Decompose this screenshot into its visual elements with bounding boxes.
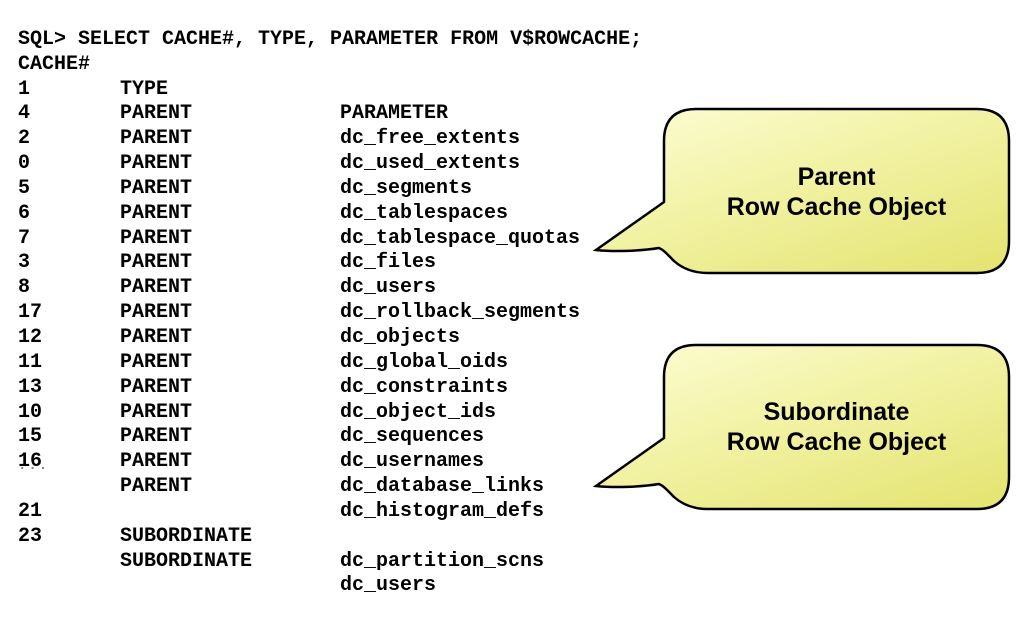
table-row-partition-scns: 21 SUBORDINATE dc_partition_scns [0, 475, 1036, 573]
table-row: 5 PARENT dc_tablespace_quotas [0, 152, 1036, 250]
cache-parameter: dc_free_extents [340, 127, 521, 151]
table-row-rollback-segments: 3 PARENT dc_rollback_segments [0, 227, 1036, 324]
table-row: 23 SUBORDINATE dc_users [0, 500, 1036, 598]
cache-type: SUBORDINATE [120, 549, 253, 573]
parent-callout-subtitle: Row Cache Object [726, 193, 947, 221]
cache-parameter: dc_files [340, 251, 437, 275]
cache-number: 12 [18, 325, 43, 349]
cache-number: 1 [18, 77, 31, 101]
cache-parameter: dc_users [340, 276, 437, 300]
parent-callout: Parent Row Cache Object [664, 147, 1009, 237]
cache-number: 15 [18, 425, 43, 449]
cache-number: 4 [18, 102, 31, 126]
cache-type: PARENT [120, 450, 193, 474]
header-parameter: PARAMETER [340, 102, 449, 126]
cache-number: 8 [18, 276, 31, 300]
cache-type: PARENT [120, 127, 193, 151]
cache-number: 5 [18, 176, 31, 200]
cache-type: PARENT [120, 201, 193, 225]
subordinate-callout-subtitle: Row Cache Object [726, 428, 947, 456]
cache-parameter: dc_partition_scns [340, 549, 545, 573]
cache-parameter: dc_segments [340, 176, 473, 200]
table-row: 1 PARENT dc_free_extents [0, 53, 1036, 151]
cache-type: PARENT [120, 350, 193, 374]
cache-type: PARENT [120, 400, 193, 424]
cache-number: 16 [18, 450, 43, 474]
table-row: 10 PARENT dc_usernames [0, 376, 1036, 474]
cache-parameter: dc_usernames [340, 450, 485, 474]
table-row: 2 PARENT dc_segments [0, 102, 1036, 200]
ellipsis-text: ... [18, 458, 50, 475]
cache-number: 7 [18, 226, 31, 250]
table-row: 15 PARENT dc_database_links [0, 401, 1036, 498]
cache-number: 0 [18, 152, 31, 176]
cache-type: PARENT [120, 251, 193, 275]
truncation-ellipsis-row: ... [0, 450, 1036, 475]
cache-number: 23 [18, 524, 43, 548]
table-row: 12 PARENT dc_constraints [0, 301, 1036, 399]
cache-type: PARENT [120, 152, 193, 176]
table-row: 8 PARENT dc_objects [0, 251, 1036, 349]
sql-prompt-line: SQL> SELECT CACHE#, TYPE, PARAMETER FROM… [0, 3, 1036, 51]
cache-parameter: dc_tablespace_quotas [340, 226, 581, 250]
cache-parameter: dc_object_ids [340, 400, 497, 424]
cache-number: 21 [18, 499, 43, 523]
table-row: 17 PARENT dc_global_oids [0, 276, 1036, 374]
cache-type: PARENT [120, 276, 193, 300]
header-type: TYPE [120, 77, 169, 101]
sql-query-text: SQL> SELECT CACHE#, TYPE, PARAMETER FROM… [18, 27, 643, 51]
cache-parameter: dc_objects [340, 325, 461, 349]
cache-type: PARENT [120, 176, 193, 200]
cache-type: PARENT [120, 325, 193, 349]
table-row: 16 PARENT dc_histogram_defs [0, 425, 1036, 523]
cache-type: PARENT [120, 301, 193, 325]
header-cache-number: CACHE# [18, 52, 91, 76]
cache-type: PARENT [120, 226, 193, 250]
cache-number: 2 [18, 127, 31, 151]
cache-parameter: dc_used_extents [340, 152, 521, 176]
cache-parameter: dc_database_links [340, 475, 545, 499]
cache-number: 10 [18, 400, 43, 424]
table-row: 6 PARENT dc_files [0, 177, 1036, 275]
table-row: 7 PARENT dc_users [0, 202, 1036, 300]
cache-type: PARENT [120, 102, 193, 126]
table-row: 0 PARENT dc_tablespaces [0, 127, 1036, 225]
cache-parameter: dc_sequences [340, 425, 485, 449]
cache-parameter: dc_tablespaces [340, 201, 509, 225]
cache-parameter: dc_users [340, 574, 437, 598]
table-header-row: CACHE# TYPE PARAMETER [0, 28, 1036, 126]
cache-type: PARENT [120, 375, 193, 399]
cache-number: 3 [18, 251, 31, 275]
subordinate-callout: Subordinate Row Cache Object [664, 382, 1009, 472]
parent-callout-title: Parent [797, 163, 876, 191]
cache-parameter: dc_histogram_defs [340, 499, 545, 523]
cache-type: PARENT [120, 475, 193, 499]
subordinate-callout-title: Subordinate [763, 398, 910, 426]
cache-type: PARENT [120, 425, 193, 449]
cache-number: 6 [18, 201, 31, 225]
cache-parameter: dc_rollback_segments [340, 301, 581, 325]
table-row: 13 PARENT dc_sequences [0, 351, 1036, 449]
cache-number: 13 [18, 375, 43, 399]
cache-number: 17 [18, 301, 43, 325]
cache-type: SUBORDINATE [120, 524, 253, 548]
table-row: 11 PARENT dc_object_ids [0, 326, 1036, 424]
cache-number: 11 [18, 350, 43, 374]
table-row: 4 PARENT dc_used_extents [0, 78, 1036, 175]
cache-parameter: dc_global_oids [340, 350, 509, 374]
cache-parameter: dc_constraints [340, 375, 509, 399]
